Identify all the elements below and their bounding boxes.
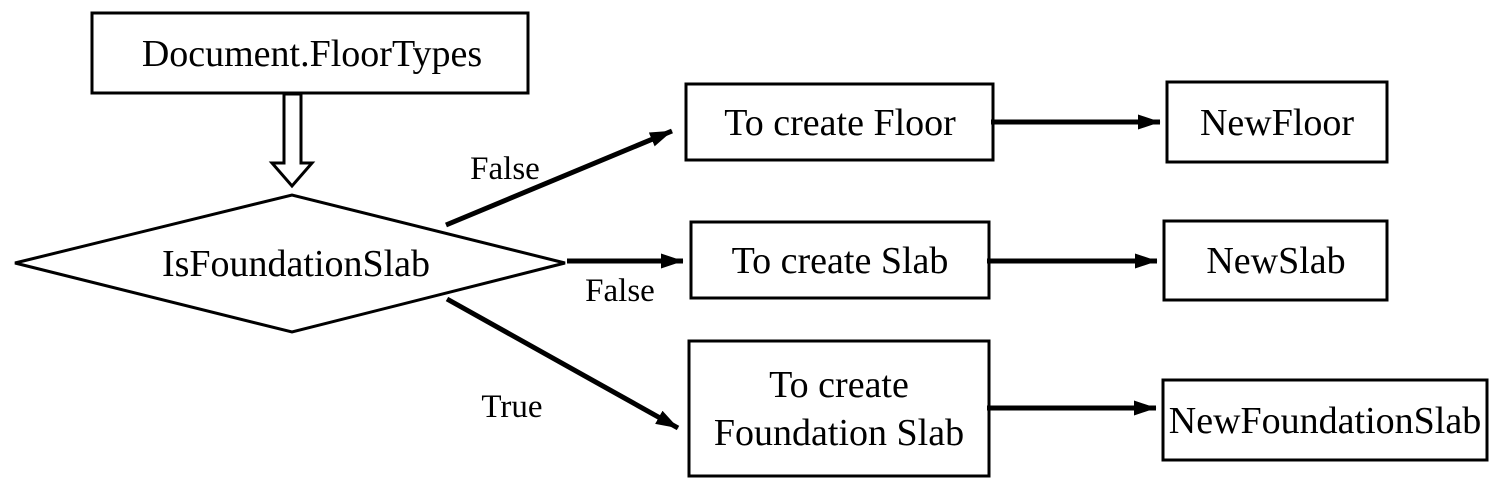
node-new-foundation-slab (1161, 378, 1489, 462)
node-create-foundation-slab-label-line1: To create (769, 364, 909, 406)
node-create-slab-label: To create Slab (732, 240, 949, 282)
node-new-slab (1162, 219, 1389, 302)
node-create-floor (684, 82, 995, 162)
node-decision-label: IsFoundationSlab (162, 243, 430, 285)
node-decision (14, 193, 566, 334)
edge-label-false-floor: False (470, 151, 540, 187)
edge-label-true: True (481, 389, 542, 425)
node-create-floor-label: To create Floor (724, 102, 956, 144)
edge-decision-to-create-floor (445, 128, 673, 228)
node-start (90, 11, 530, 95)
node-new-foundation-slab-label: NewFoundationSlab (1169, 400, 1481, 442)
edge-label-false-slab: False (585, 273, 655, 309)
edge-decision-to-create-foundation-slab (445, 296, 680, 431)
node-new-floor-label: NewFloor (1200, 102, 1354, 144)
node-new-floor (1165, 80, 1389, 164)
node-new-slab-label: NewSlab (1206, 240, 1345, 282)
hollow-arrow-down-icon (268, 92, 316, 189)
node-start-label: Document.FloorTypes (142, 33, 482, 75)
node-create-foundation-slab-label-line2: Foundation Slab (714, 412, 964, 454)
node-create-foundation-slab (687, 339, 991, 478)
